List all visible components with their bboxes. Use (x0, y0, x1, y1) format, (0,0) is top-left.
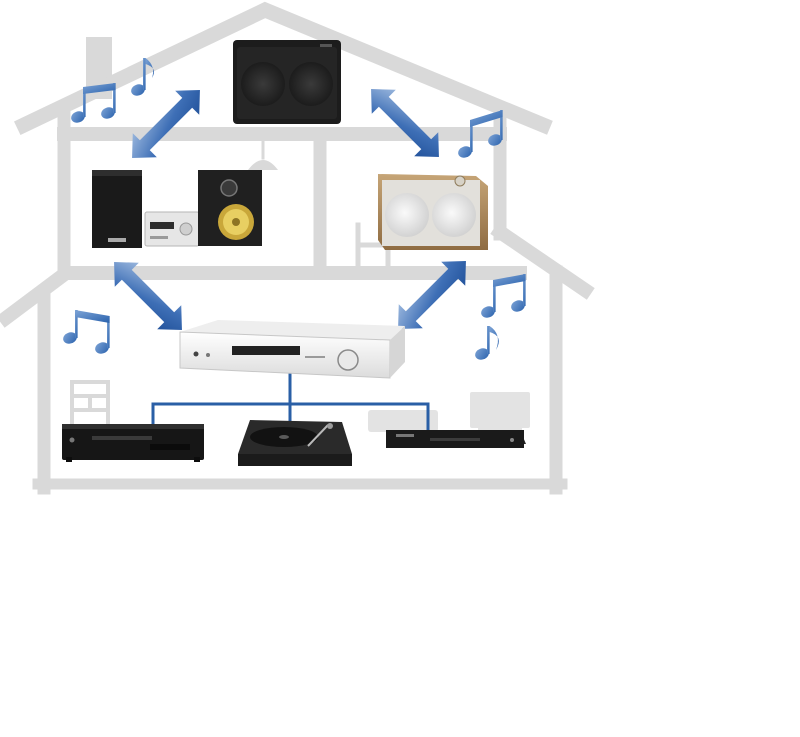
blu-ray-player (386, 430, 526, 448)
arrow-receiver-upper-right (398, 261, 466, 329)
tv (470, 392, 530, 436)
music-notes (63, 58, 526, 360)
network-stereo-receiver (179, 320, 405, 379)
wireless-speaker-black (233, 40, 341, 124)
arrow-attic-upper-right (371, 89, 439, 157)
mini-amp-unit (144, 211, 200, 247)
sofa (368, 410, 438, 432)
wireless-speaker-wood (378, 174, 488, 250)
music-note-icon (458, 110, 503, 158)
music-note-icon (475, 326, 499, 360)
mini-component-system (92, 170, 262, 248)
lower-roof (0, 266, 527, 328)
right-side-roof (490, 222, 595, 300)
music-note-icon (63, 310, 110, 354)
wired-link-bus (151, 402, 430, 430)
wireless-links (114, 89, 466, 330)
wired-links (151, 372, 430, 430)
speaker-left (92, 170, 142, 248)
cd-player (62, 424, 204, 462)
music-note-icon (131, 58, 154, 96)
arrow-attic-upper-left (132, 90, 200, 158)
speaker-right (198, 170, 262, 246)
turntable (238, 420, 352, 466)
arrow-receiver-upper-left (114, 262, 182, 330)
music-note-icon (71, 83, 116, 123)
bookshelf (70, 380, 110, 428)
music-note-icon (481, 274, 526, 318)
lamp-shade (248, 160, 278, 170)
